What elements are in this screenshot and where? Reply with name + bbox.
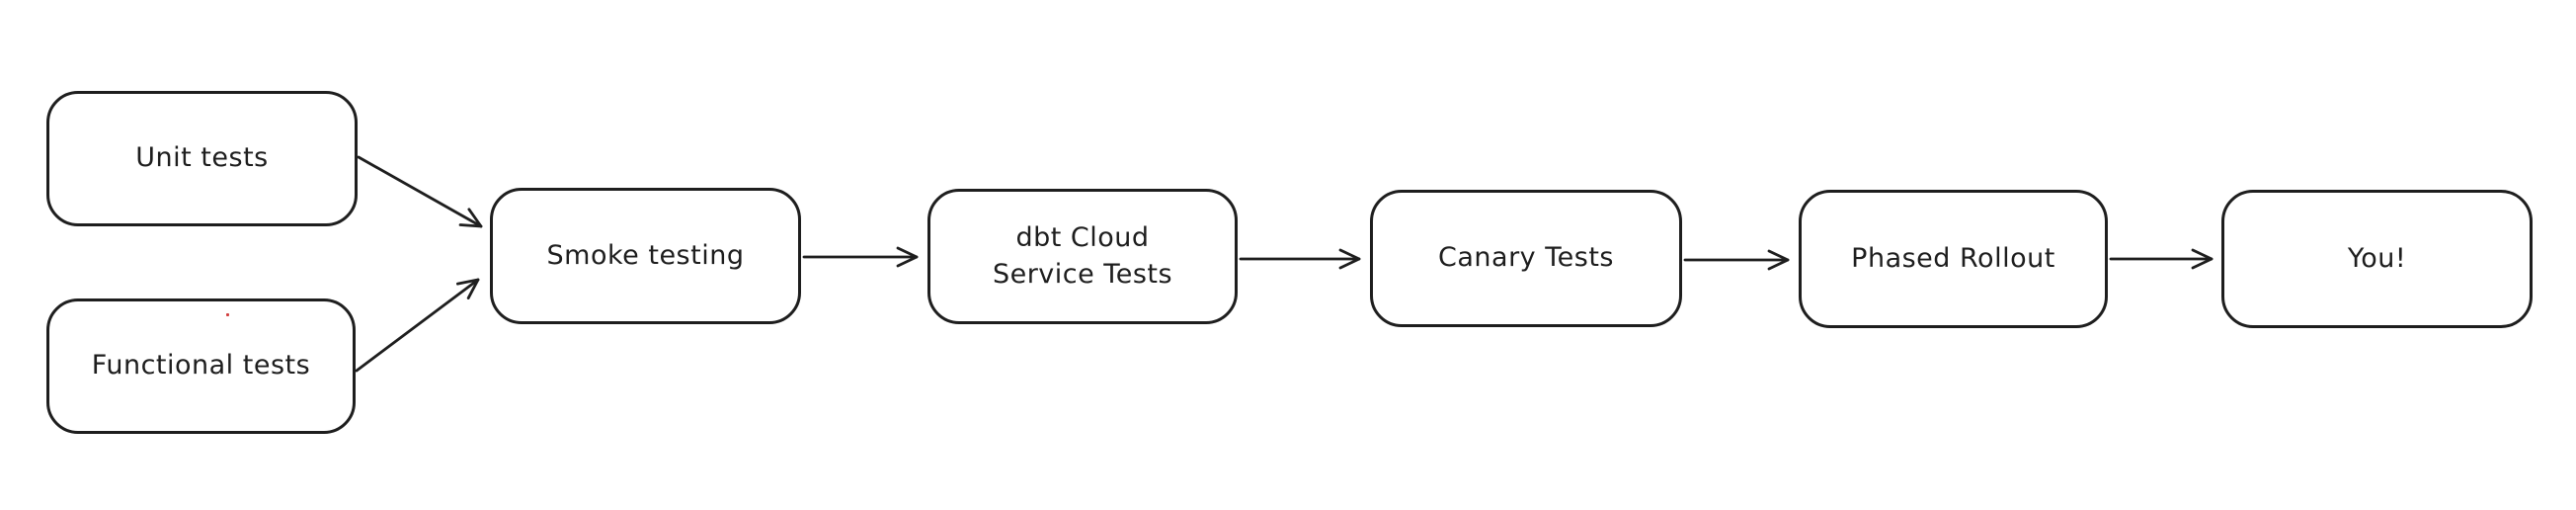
node-unit-tests-label: Unit tests <box>135 142 269 174</box>
node-you: You! <box>2221 190 2533 328</box>
arrow-unit-tests-to-smoke-testing <box>357 155 483 228</box>
node-dbt-cloud-service-tests: dbt Cloud Service Tests <box>927 189 1238 324</box>
node-you-label: You! <box>2347 242 2407 274</box>
node-functional-tests: Functional tests <box>46 298 356 434</box>
node-dbt-cloud-service-tests-label-line2: Service Tests <box>992 258 1173 290</box>
arrow-functional-tests-to-smoke-testing <box>355 278 480 373</box>
node-phased-rollout-label: Phased Rollout <box>1851 242 2055 274</box>
node-canary-tests: Canary Tests <box>1370 190 1682 327</box>
node-phased-rollout: Phased Rollout <box>1799 190 2108 328</box>
node-smoke-testing: Smoke testing <box>490 188 801 324</box>
node-unit-tests: Unit tests <box>46 91 358 226</box>
node-dbt-cloud-service-tests-label: dbt Cloud Service Tests <box>993 220 1172 293</box>
stray-red-dot <box>226 313 229 316</box>
node-canary-tests-label: Canary Tests <box>1438 242 1614 274</box>
node-smoke-testing-label: Smoke testing <box>546 239 745 271</box>
node-dbt-cloud-service-tests-label-line1: dbt Cloud <box>1015 222 1150 254</box>
node-functional-tests-label: Functional tests <box>91 350 311 382</box>
